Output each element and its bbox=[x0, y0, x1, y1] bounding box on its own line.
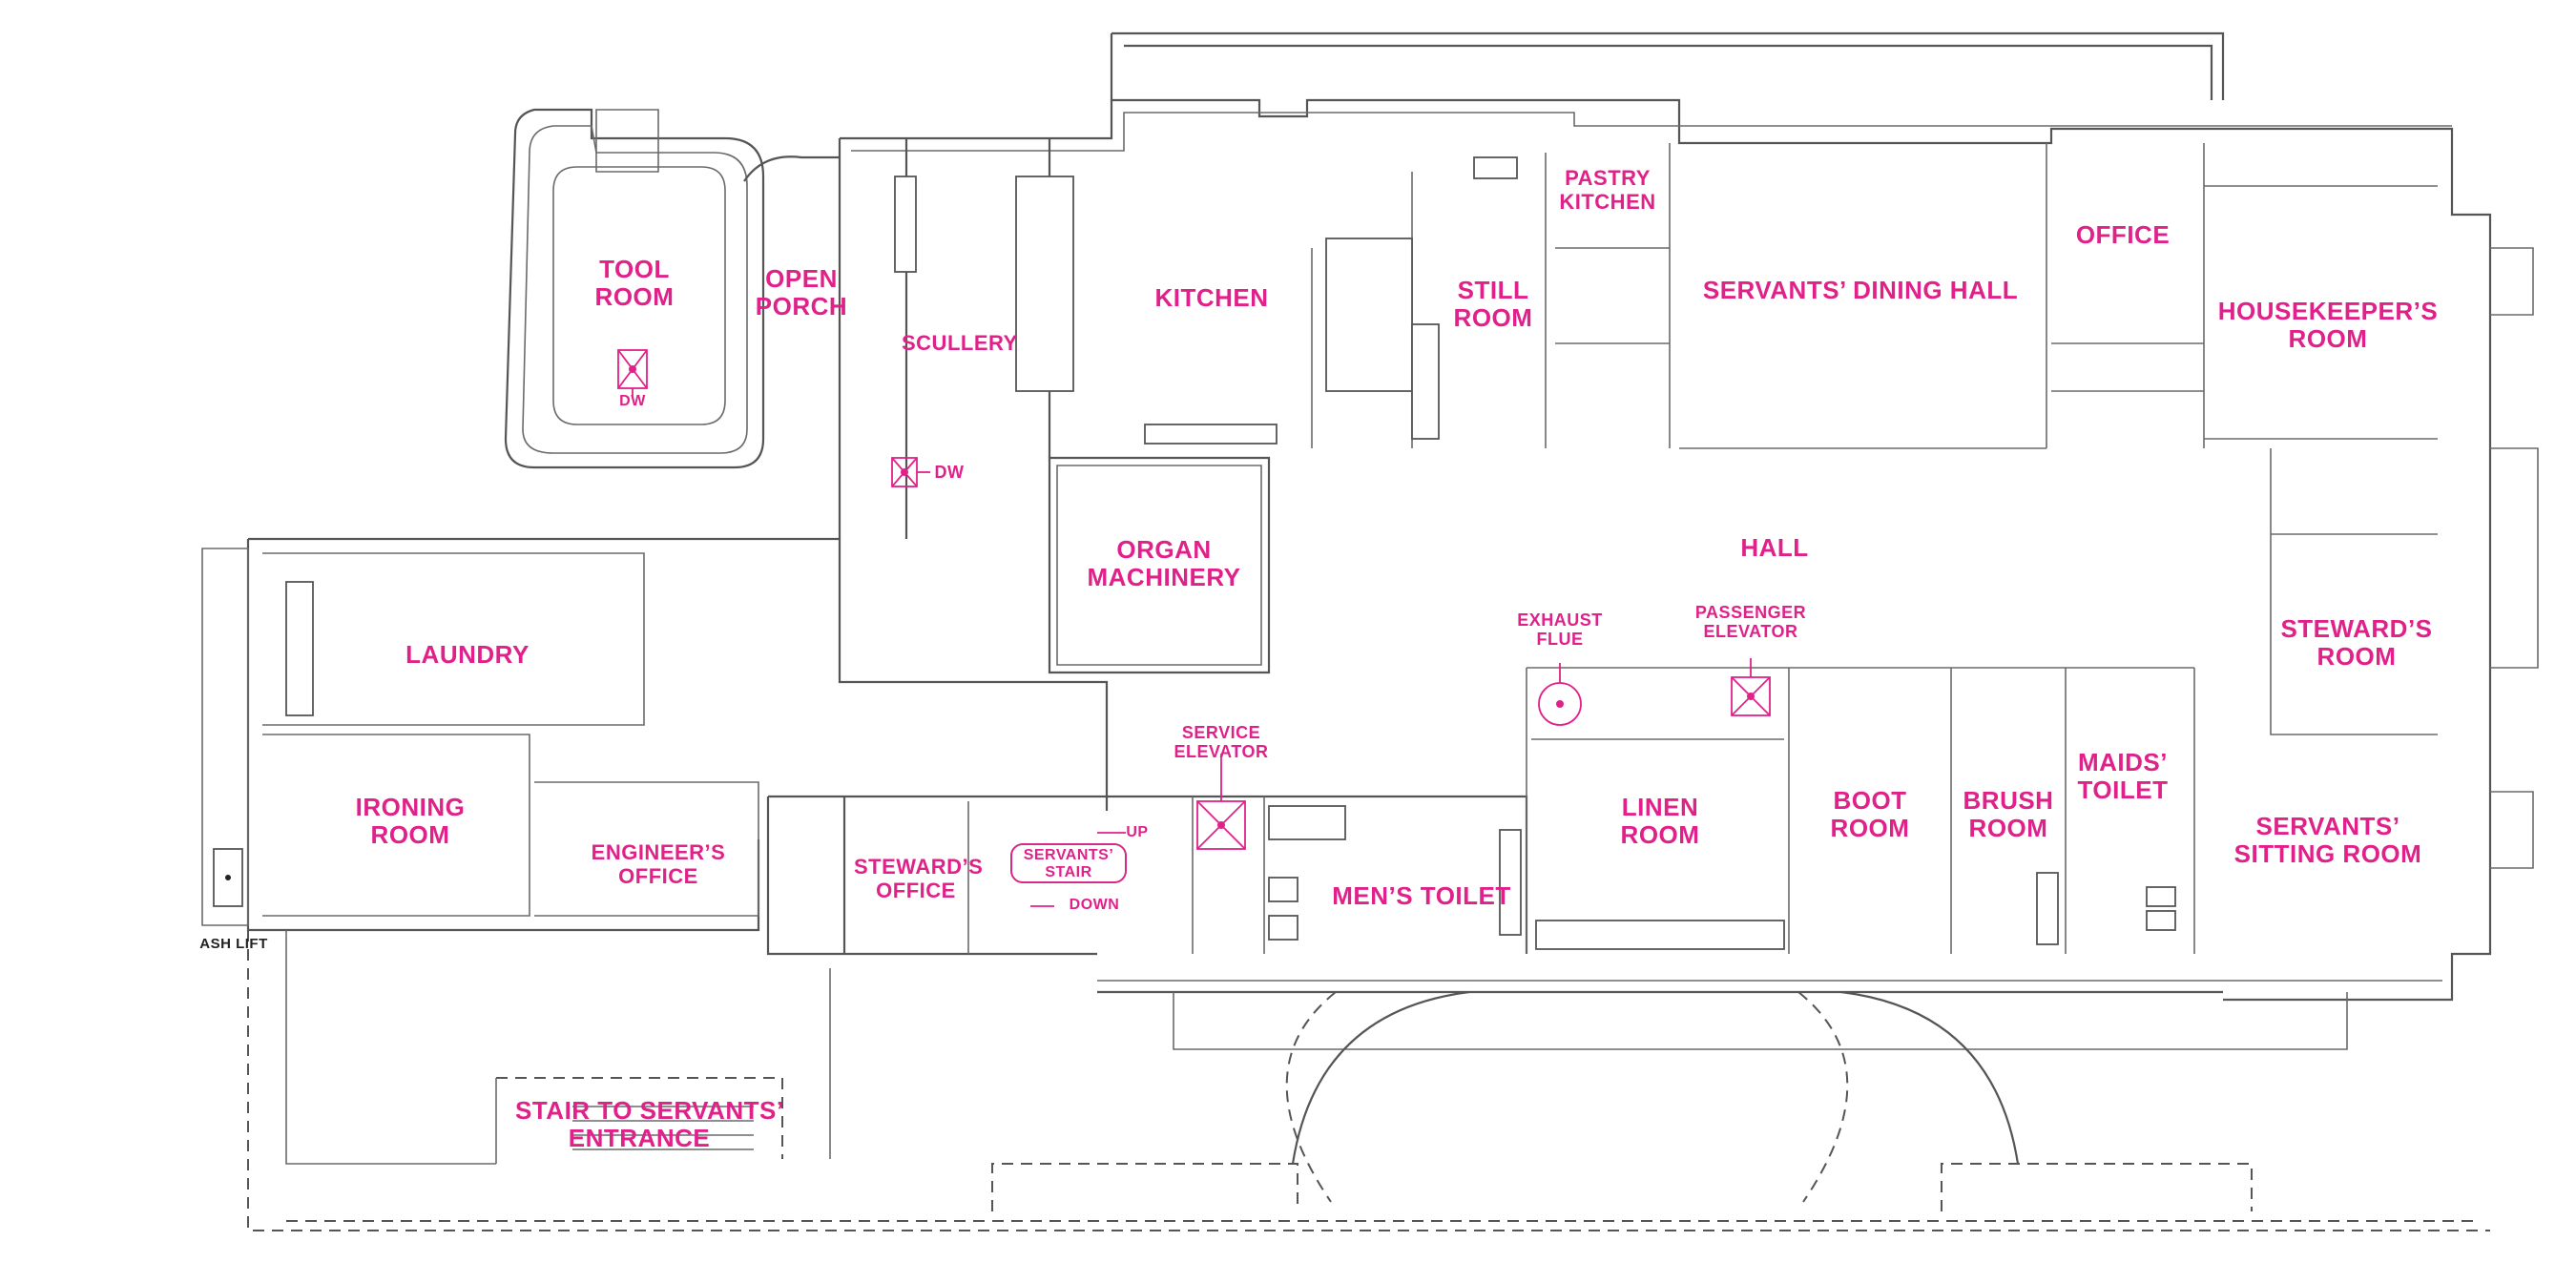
room-label-maids-toilet: MAIDS’ TOILET bbox=[2077, 748, 2169, 805]
room-label-servants-dining-hall: SERVANTS’ DINING HALL bbox=[1702, 276, 2019, 304]
ash-lift-label: ASH LIFT bbox=[199, 936, 268, 952]
room-label-exhaust-flue: EXHAUST FLUE bbox=[1517, 610, 1603, 650]
outer-building-outline bbox=[201, 31, 2539, 1231]
room-label-servants-stair: SERVANTS’ STAIR bbox=[1023, 847, 1114, 880]
room-label-linen-room: LINEN ROOM bbox=[1620, 793, 1700, 850]
room-label-open-porch: OPEN PORCH bbox=[755, 264, 848, 321]
dw-label-scullery: DW bbox=[934, 463, 965, 482]
room-label-stair-to-servants-entrance: STAIR TO SERVANTS’ ENTRANCE bbox=[515, 1096, 784, 1153]
dw-label-tool-room: DW bbox=[619, 393, 646, 409]
room-label-brush-room: BRUSH ROOM bbox=[1963, 786, 2054, 843]
room-label-scullery: SCULLERY bbox=[902, 331, 1018, 355]
room-label-mens-toilet: MEN’S TOILET bbox=[1332, 881, 1511, 910]
stair-up-label: UP bbox=[1126, 824, 1149, 840]
room-label-service-elevator: SERVICE ELEVATOR bbox=[1174, 723, 1269, 762]
markers bbox=[617, 349, 1771, 907]
room-label-office: OFFICE bbox=[2075, 220, 2171, 249]
room-label-engineers-office: ENGINEER’S OFFICE bbox=[591, 840, 726, 888]
room-label-laundry: LAUNDRY bbox=[405, 640, 530, 669]
room-label-hall: HALL bbox=[1740, 533, 1809, 562]
room-label-kitchen: KITCHEN bbox=[1154, 283, 1269, 312]
room-label-ironing-room: IRONING ROOM bbox=[355, 793, 466, 850]
fixtures bbox=[285, 156, 2176, 950]
room-label-stewards-room: STEWARD’S ROOM bbox=[2280, 614, 2433, 672]
stair-down-label: DOWN bbox=[1069, 897, 1120, 913]
room-label-tool-room: TOOL ROOM bbox=[594, 255, 675, 312]
room-label-passenger-elevator: PASSENGER ELEVATOR bbox=[1694, 603, 1807, 642]
room-label-organ-machinery: ORGAN MACHINERY bbox=[1087, 535, 1241, 592]
room-label-stewards-office: STEWARD’S OFFICE bbox=[854, 855, 984, 902]
room-label-boot-room: BOOT ROOM bbox=[1830, 786, 1910, 843]
room-label-servants-sitting-room: SERVANTS’ SITTING ROOM bbox=[2233, 812, 2422, 869]
room-label-pastry-kitchen: PASTRY KITCHEN bbox=[1559, 166, 1656, 214]
room-label-still-room: STILL ROOM bbox=[1453, 276, 1533, 333]
room-label-housekeepers-room: HOUSEKEEPER’S ROOM bbox=[2217, 297, 2439, 354]
